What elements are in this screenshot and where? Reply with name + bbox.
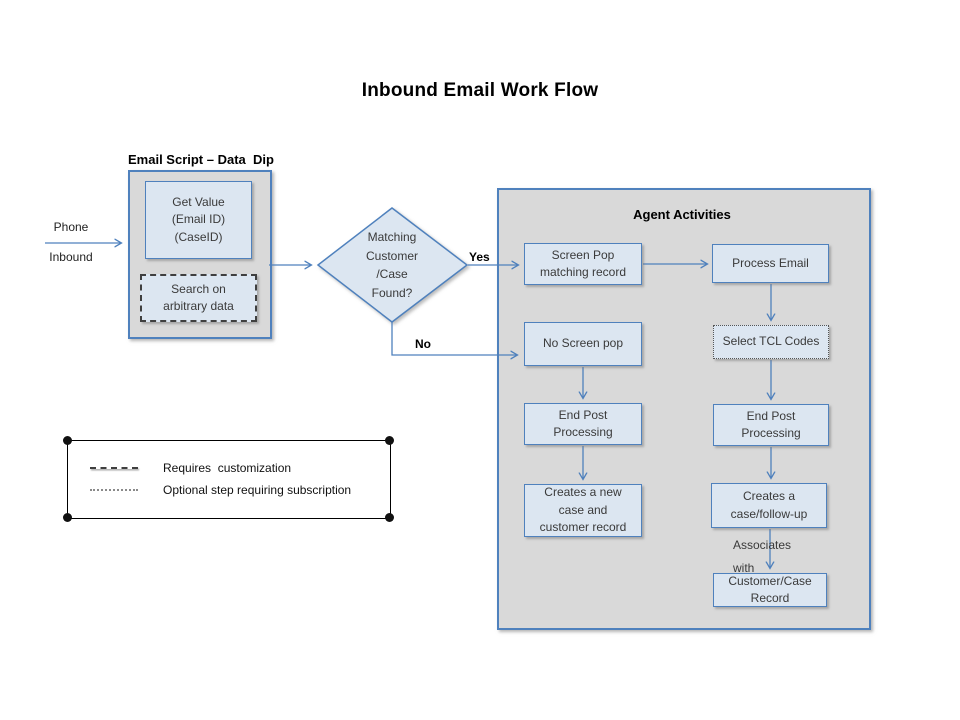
search-arbitrary-data-box: Search on arbitrary data: [140, 274, 257, 322]
select-tcl-codes-text: Select TCL Codes: [722, 334, 820, 349]
email-script-heading-text: Email Script – Data Dip: [128, 152, 274, 167]
get-value-box: Get Value (Email ID) (CaseID): [145, 181, 252, 259]
phone-label: Phone: [53, 220, 89, 234]
legend-dashed-label: Requires customization: [163, 461, 292, 475]
creates-new-case-box: Creates a new case and customer record: [524, 484, 642, 537]
creates-case-followup-box: Creates a case/follow-up: [711, 483, 827, 528]
no-screen-pop-text: No Screen pop: [542, 336, 624, 351]
no-screen-pop-box: No Screen pop: [524, 322, 642, 366]
associates-with-text: Associates with: [733, 538, 792, 575]
legend-corner-dot-top-left: [63, 436, 72, 445]
legend-dotted-line-sample: [90, 489, 138, 491]
creates-case-followup-text: Creates a case/follow-up: [730, 489, 808, 521]
inbound-label: Inbound: [49, 250, 93, 264]
legend-dashed-line-sample: [90, 467, 138, 469]
legend-dotted-label: Optional step requiring subscription: [163, 483, 352, 497]
agent-activities-heading: Agent Activities: [633, 207, 731, 222]
decision-question: Matching Customer /Case Found?: [337, 228, 447, 302]
get-value-text: Get Value (Email ID) (CaseID): [171, 194, 226, 244]
legend-box: [67, 440, 391, 519]
page-title: Inbound Email Work Flow: [361, 80, 599, 101]
end-post-processing-right-box: End Post Processing: [713, 404, 829, 446]
end-post-processing-left-box: End Post Processing: [524, 403, 642, 445]
process-email-box: Process Email: [712, 244, 829, 283]
search-arbitrary-data-text: Search on arbitrary data: [163, 281, 234, 313]
select-tcl-codes-box: Select TCL Codes: [713, 325, 829, 359]
customer-case-record-text: Customer/Case Record: [728, 573, 812, 605]
associates-with-label: Associates with: [733, 534, 791, 580]
end-post-processing-left-text: End Post Processing: [553, 407, 613, 439]
legend-corner-dot-top-right: [385, 436, 394, 445]
screen-pop-text: Screen Pop matching record: [539, 247, 627, 279]
creates-new-case-text: Creates a new case and customer record: [539, 485, 627, 535]
decision-question-text: Matching Customer /Case Found?: [365, 230, 418, 300]
process-email-text: Process Email: [732, 255, 809, 270]
yes-branch-label: Yes: [469, 250, 490, 264]
legend-corner-dot-bottom-right: [385, 513, 394, 522]
screen-pop-box: Screen Pop matching record: [524, 243, 642, 285]
customer-case-record-box: Customer/Case Record: [713, 573, 827, 607]
email-script-heading: Email Script – Data Dip: [128, 152, 278, 167]
end-post-processing-right-text: End Post Processing: [741, 408, 801, 440]
no-branch-label: No: [415, 337, 431, 351]
legend-corner-dot-bottom-left: [63, 513, 72, 522]
